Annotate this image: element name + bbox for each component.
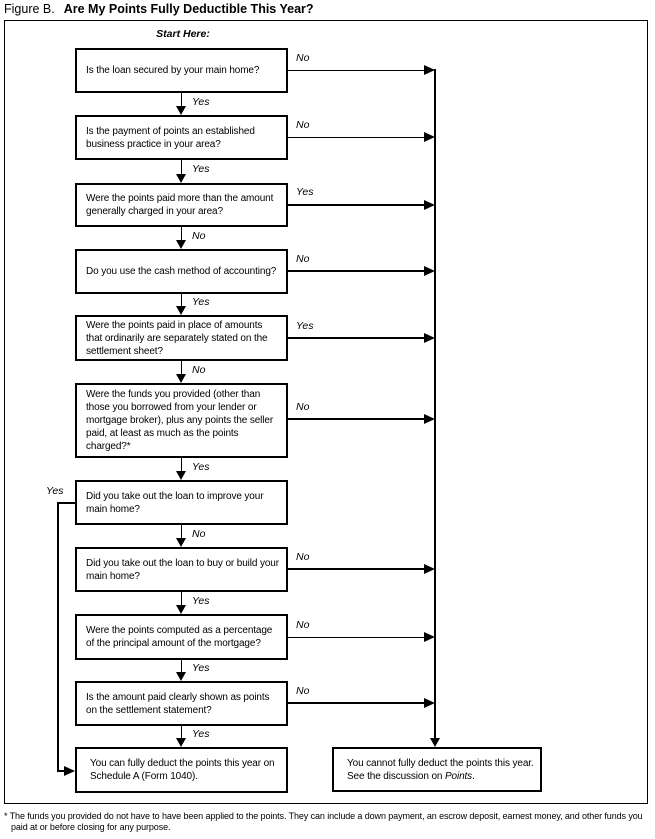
connector-label: Yes [192, 728, 210, 740]
connector-down-9 [180, 660, 182, 672]
connector-right-1 [288, 69, 425, 71]
start-here-label: Start Here: [156, 28, 210, 40]
arrowhead-down-5 [176, 374, 186, 383]
connector-label: No [296, 551, 310, 563]
connector-label: No [296, 253, 310, 265]
arrowhead-down-4 [176, 306, 186, 315]
decision-text: Did you take out the loan to buy or buil… [86, 557, 279, 582]
decision-text: Were the funds you provided (other than … [86, 389, 274, 452]
connector-label: Yes [46, 485, 64, 497]
connector-right-5 [288, 337, 425, 339]
connector-label: Yes [192, 296, 210, 308]
decision-box-established-practice: Is the payment of points an established … [75, 115, 288, 160]
collector-line [433, 69, 436, 738]
decision-text: Did you take out the loan to improve you… [86, 490, 264, 515]
figure-heading: Are My Points Fully Deductible This Year… [63, 2, 314, 16]
arrowhead-down-10 [176, 738, 186, 747]
connector-left-in [57, 770, 66, 772]
arrowhead-right-8 [424, 564, 435, 574]
decision-box-improve-home: Did you take out the loan to improve you… [75, 480, 288, 525]
connector-label: Yes [296, 186, 314, 198]
result-text: You can fully deduct the points this yea… [90, 758, 275, 782]
connector-label: Yes [192, 96, 210, 108]
arrowhead-right-10 [424, 698, 435, 708]
connector-down-2 [180, 160, 182, 174]
arrowhead-down-7 [176, 538, 186, 547]
arrowhead-right-3 [424, 200, 435, 210]
connector-right-3 [288, 204, 425, 206]
connector-label: Yes [192, 461, 210, 473]
arrowhead-down-8 [176, 605, 186, 614]
connector-right-8 [288, 568, 425, 570]
connector-label: Yes [192, 662, 210, 674]
connector-label: Yes [192, 163, 210, 175]
connector-down-5 [180, 361, 182, 374]
points-reference: Points [444, 770, 473, 782]
decision-text: Do you use the cash method of accounting… [86, 266, 277, 277]
connector-down-3 [180, 227, 182, 240]
decision-box-percentage-principal: Were the points computed as a percentage… [75, 614, 288, 660]
arrowhead-right-5 [424, 333, 435, 343]
decision-box-in-place-of-amounts: Were the points paid in place of amounts… [75, 315, 288, 361]
connector-down-4 [180, 294, 182, 306]
connector-down-6 [180, 458, 182, 471]
result-box-cannot-deduct: You cannot fully deduct the points this … [332, 747, 542, 792]
arrowhead-collector [430, 738, 440, 747]
decision-text: Were the points computed as a percentage… [86, 625, 273, 649]
connector-label: No [192, 528, 206, 540]
arrowhead-right-1 [424, 65, 435, 75]
result-text-part: You cannot fully deduct the points this … [347, 757, 534, 782]
arrowhead-right-4 [424, 266, 435, 276]
chart-frame [4, 20, 648, 804]
connector-label: No [296, 119, 310, 131]
connector-label: No [192, 364, 206, 376]
figure-title: Figure B. Are My Points Fully Deductible … [4, 2, 314, 16]
arrowhead-left-route [64, 766, 75, 776]
decision-box-clearly-shown: Is the amount paid clearly shown as poin… [75, 681, 288, 726]
connector-label: Yes [296, 320, 314, 332]
connector-down-7 [180, 525, 182, 538]
connector-label: No [296, 685, 310, 697]
connector-left-vertical [57, 502, 59, 771]
decision-box-points-more-than-charged: Were the points paid more than the amoun… [75, 183, 288, 227]
decision-text: Is the payment of points an established … [86, 125, 255, 150]
arrowhead-down-9 [176, 672, 186, 681]
result-box-can-deduct: You can fully deduct the points this yea… [75, 747, 288, 793]
footnote-text: The funds you provided do not have to ha… [7, 811, 643, 832]
decision-box-cash-method: Do you use the cash method of accounting… [75, 249, 288, 294]
decision-box-loan-secured: Is the loan secured by your main home? [75, 48, 288, 93]
connector-label: Yes [192, 595, 210, 607]
decision-text: Is the loan secured by your main home? [86, 65, 260, 76]
decision-text: Were the points paid in place of amounts… [86, 319, 268, 357]
connector-right-9 [288, 636, 425, 638]
connector-label: No [296, 401, 310, 413]
arrowhead-down-2 [176, 174, 186, 183]
decision-box-funds-provided: Were the funds you provided (other than … [75, 383, 288, 458]
connector-right-2 [288, 136, 425, 138]
footnote-marker: * [4, 811, 8, 821]
arrowhead-down-1 [176, 106, 186, 115]
result-text: You cannot fully deduct the points this … [347, 757, 535, 783]
connector-down-1 [180, 93, 182, 106]
decision-box-buy-build-home: Did you take out the loan to buy or buil… [75, 547, 288, 592]
result-text-part: . [472, 770, 475, 782]
connector-label: No [192, 230, 206, 242]
arrowhead-down-6 [176, 471, 186, 480]
arrowhead-right-2 [424, 132, 435, 142]
connector-right-6 [288, 418, 425, 420]
connector-label: No [296, 619, 310, 631]
figure-label: Figure B. [4, 2, 55, 16]
connector-right-10 [288, 702, 425, 704]
connector-down-8 [180, 592, 182, 605]
decision-text: Is the amount paid clearly shown as poin… [86, 691, 270, 716]
connector-left-out [57, 502, 75, 504]
connector-label: No [296, 52, 310, 64]
decision-text: Were the points paid more than the amoun… [86, 193, 274, 217]
arrowhead-right-6 [424, 414, 435, 424]
footnote: * The funds you provided do not have to … [4, 811, 655, 832]
connector-right-4 [288, 270, 425, 272]
arrowhead-down-3 [176, 240, 186, 249]
connector-down-10 [180, 726, 182, 738]
arrowhead-right-9 [424, 632, 435, 642]
